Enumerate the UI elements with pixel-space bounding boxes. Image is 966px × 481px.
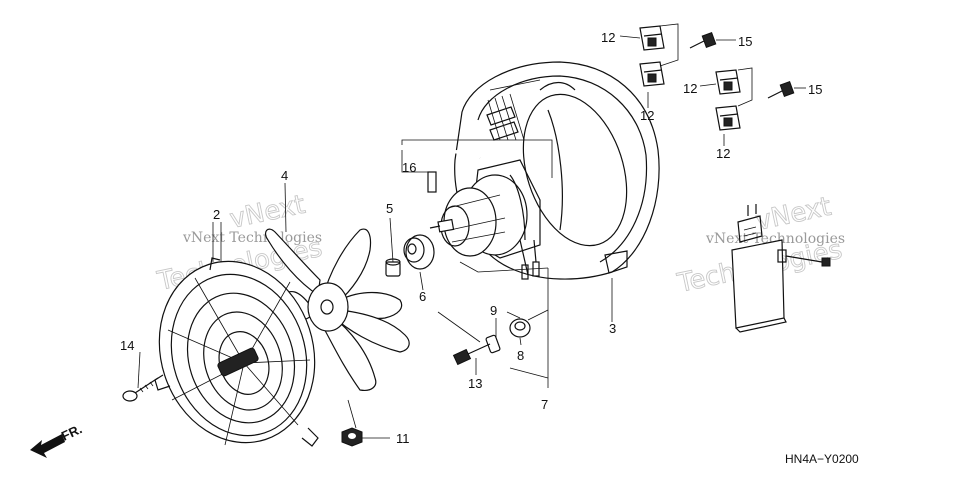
clip-12-fourth (715, 105, 741, 131)
watermark-left-large-1: vNext (227, 190, 308, 235)
bolt-13 (452, 343, 491, 366)
callout-2: 2 (213, 207, 220, 222)
callout-16: 16 (402, 160, 416, 175)
callout-11: 11 (396, 431, 410, 446)
clip-12-third (715, 69, 741, 95)
callout-4: 4 (281, 168, 288, 183)
fan-guard (154, 257, 319, 447)
fan-motor (429, 159, 541, 280)
leader-lines (137, 23, 806, 439)
relay-box (731, 204, 831, 333)
diagram-code: HN4A−Y0200 (785, 452, 859, 466)
watermark-left-small: vNext Technologies (182, 230, 322, 246)
screw-14 (122, 377, 159, 402)
nut-11 (341, 427, 363, 447)
drain-tube (427, 149, 481, 193)
callout-12-c: 12 (683, 81, 697, 96)
callout-15-a: 15 (738, 34, 752, 49)
front-direction-indicator: FR. (30, 421, 84, 458)
screw-15-bottom (767, 81, 795, 99)
callout-12-b: 12 (640, 108, 654, 123)
screw-15-top (689, 32, 717, 49)
callout-8: 8 (517, 348, 524, 363)
damper-6 (403, 234, 435, 270)
callout-9: 9 (490, 303, 497, 318)
grommet-8 (509, 318, 531, 338)
callout-15-b: 15 (808, 82, 822, 97)
callout-12-a: 12 (601, 30, 615, 45)
clip-12-second (639, 61, 665, 87)
clip-12-top (639, 25, 665, 51)
front-direction-label: FR. (59, 421, 84, 443)
callout-14: 14 (120, 338, 134, 353)
collar-9 (485, 334, 501, 354)
callout-3: 3 (609, 321, 616, 336)
callout-7: 7 (541, 397, 548, 412)
callout-6: 6 (419, 289, 426, 304)
watermark-right-small: vNext Technologies (705, 231, 845, 247)
callout-labels: 2 3 4 5 6 7 8 9 11 12 12 12 12 13 14 15 … (120, 30, 822, 446)
callout-13: 13 (468, 376, 482, 391)
callout-5: 5 (386, 201, 393, 216)
callout-12-d: 12 (716, 146, 730, 161)
